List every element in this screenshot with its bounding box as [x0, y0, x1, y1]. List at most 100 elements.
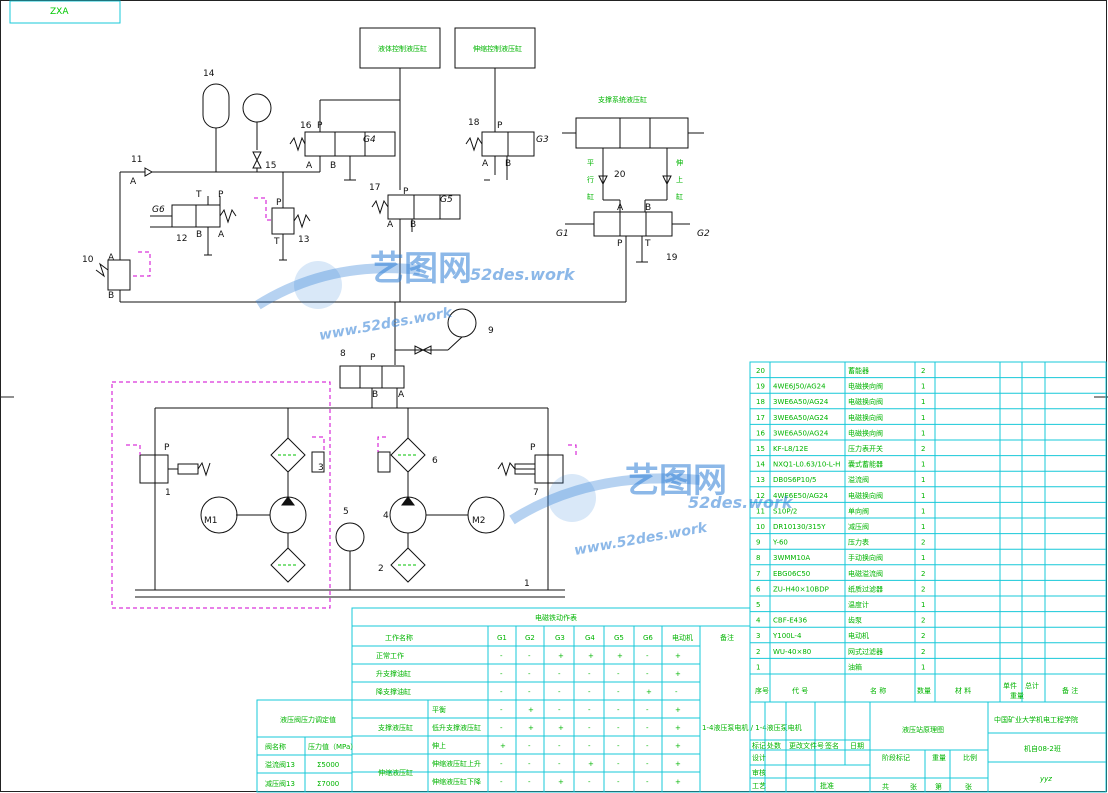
part-qty: 2 [921, 445, 925, 453]
part-no: 17 [756, 414, 765, 422]
sol-cell: + [675, 724, 681, 732]
num-20: 20 [614, 170, 626, 180]
sol-group-label: 支撑液压缸 [378, 723, 413, 732]
num-10: 10 [82, 255, 94, 265]
pressure-r1-name: 溢流阀13 [265, 760, 295, 769]
part-name: 电磁换向阀 [848, 397, 883, 406]
svg-text:B: B [196, 230, 202, 240]
part-qty: 2 [921, 585, 925, 593]
sol-g1: G1 [556, 229, 569, 239]
pressure-table-grid [256, 699, 353, 793]
part-model: 4WE6E50/AG24 [773, 492, 828, 500]
sol-header: 备注 [720, 633, 734, 642]
num-16: 16 [300, 121, 312, 131]
part-no: 3 [756, 632, 760, 640]
svg-text:处数: 处数 [767, 741, 781, 750]
part-no: 16 [756, 429, 765, 437]
svg-text:52des.work: 52des.work [470, 265, 576, 284]
part-name: 压力表开关 [848, 444, 883, 453]
num-12: 12 [176, 234, 187, 244]
sol-cell: + [675, 670, 681, 678]
sol-cell: - [558, 760, 561, 768]
sol-cell: - [588, 670, 591, 678]
watermark-logo-1: 艺图网 52des.work www.52des.work [255, 249, 576, 344]
part-no: 15 [756, 445, 765, 453]
sol-header: 工作名称 [385, 633, 413, 642]
sol-header: G5 [614, 634, 624, 642]
solenoid-table-title: 电磁铁动作表 [535, 613, 577, 622]
sol-g4: G4 [363, 135, 376, 145]
sol-cell: - [588, 742, 591, 750]
pressure-table-title: 液压阀压力调定值 [280, 715, 336, 724]
num-13: 13 [298, 235, 309, 245]
svg-text:重量: 重量 [932, 754, 946, 762]
part-name: 油箱 [848, 662, 862, 671]
part-no: 11 [756, 507, 765, 515]
num-1-left: 1 [165, 488, 171, 498]
sol-cell: - [558, 742, 561, 750]
svg-text:共: 共 [882, 782, 889, 791]
part-name: 电磁换向阀 [848, 413, 883, 422]
svg-text:T: T [195, 190, 202, 200]
part-name: 电磁换向阀 [848, 382, 883, 391]
part-model: CBF-E436 [773, 617, 808, 625]
svg-text:艺图网: 艺图网 [370, 249, 472, 289]
num-5: 5 [343, 507, 349, 517]
part-no: 12 [756, 492, 765, 500]
pressure-r1-val: Σ5000 [317, 761, 339, 769]
svg-text:T: T [644, 239, 651, 249]
sol-cell: + [646, 688, 652, 696]
sol-cell: - [617, 760, 620, 768]
num-6: 6 [432, 456, 438, 466]
part-model: 3WE6A50/AG24 [773, 429, 829, 437]
svg-text:A: A [387, 220, 394, 230]
sol-cell: + [528, 706, 534, 714]
sol-cell: + [558, 724, 564, 732]
part-name: 电磁溢流阀 [848, 569, 883, 578]
sol-row: 正常工作--+++-+ [352, 645, 700, 660]
part-qty: 1 [921, 554, 925, 562]
svg-text:A: A [108, 253, 115, 263]
svg-text:B: B [505, 159, 511, 169]
sol-cell: - [617, 670, 620, 678]
part-no: 4 [756, 617, 761, 625]
svg-text:序号: 序号 [755, 686, 769, 695]
sol-row: 伸上+-----+ [352, 735, 700, 750]
pressure-r2-val: Σ7000 [317, 780, 339, 788]
corner-tag-box [9, 0, 121, 24]
part-qty: 1 [921, 383, 925, 391]
cyl-word-r2: 上 [676, 175, 683, 184]
part-no: 20 [756, 367, 765, 375]
svg-text:P: P [497, 121, 503, 131]
sol-cell: - [500, 652, 503, 660]
cyl-word-r1: 伸 [676, 158, 683, 167]
sol-cell: - [588, 778, 591, 786]
sol-cell: - [646, 778, 649, 786]
sol-cell: + [558, 652, 564, 660]
svg-text:数量: 数量 [917, 686, 931, 695]
svg-text:B: B [108, 291, 114, 301]
svg-text:A: A [482, 159, 489, 169]
sol-cell: - [500, 760, 503, 768]
svg-text:张: 张 [965, 782, 972, 791]
sol-cell: - [588, 688, 591, 696]
part-name: 齿泵 [848, 617, 862, 625]
svg-text:A: A [306, 161, 313, 171]
svg-text:52des.work: 52des.work [688, 493, 794, 512]
part-qty: 1 [921, 663, 925, 671]
sol-cell: - [500, 670, 503, 678]
part-name: 温度计 [848, 600, 869, 609]
sol-cell: - [646, 706, 649, 714]
svg-text:备 注: 备 注 [1062, 686, 1078, 695]
sol-row-name: 低升支撑液压缸 [432, 723, 481, 732]
pressure-r2-name: 减压阀13 [265, 779, 295, 788]
